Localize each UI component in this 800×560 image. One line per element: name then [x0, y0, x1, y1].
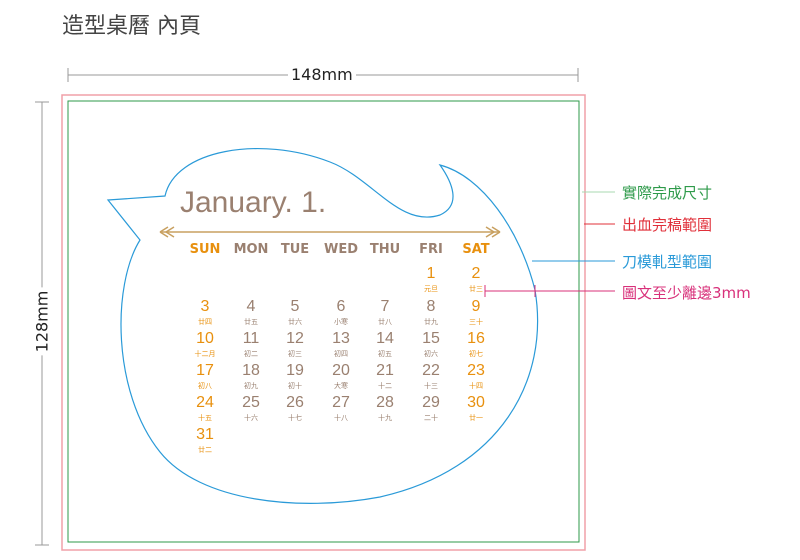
day-number: 31	[196, 426, 214, 443]
lunar-date: 廿八	[378, 318, 392, 326]
lunar-date: 廿一	[469, 414, 483, 422]
day-number: 14	[376, 330, 394, 347]
lunar-date: 三十	[469, 318, 483, 326]
month-title: January. 1.	[180, 186, 327, 219]
lunar-date: 初四	[334, 350, 348, 358]
lunar-date: 十三	[424, 382, 438, 390]
weekday-header: WED	[323, 242, 358, 257]
lunar-date: 初六	[424, 350, 438, 358]
lunar-date: 十八	[334, 414, 348, 422]
legend-trim: 實際完成尺寸	[622, 184, 713, 202]
lunar-date: 初二	[244, 350, 258, 358]
lunar-date: 十二	[378, 382, 392, 390]
weekday-header: TUE	[280, 242, 310, 257]
day-number: 20	[332, 362, 350, 379]
height-label: 128mm	[32, 287, 52, 356]
day-number: 15	[422, 330, 440, 347]
day-number: 6	[336, 298, 346, 315]
width-label: 148mm	[288, 65, 356, 84]
day-number: 7	[380, 298, 390, 315]
lunar-date: 初八	[198, 382, 212, 390]
page-title: 造型桌曆 內頁	[62, 14, 201, 39]
day-number: 19	[286, 362, 304, 379]
lunar-date: 初七	[469, 350, 483, 358]
lunar-date: 初九	[244, 382, 258, 390]
lunar-date: 十六	[244, 414, 258, 422]
day-number: 26	[286, 394, 304, 411]
lunar-date: 廿六	[288, 318, 302, 326]
legend-safe-margin: 圖文至少離邊3mm	[622, 284, 751, 302]
trim-size-rect	[67, 100, 580, 543]
weekday-header: MON	[233, 242, 269, 257]
lunar-date: 廿二	[198, 446, 212, 454]
lunar-date: 小寒	[334, 318, 348, 326]
weekday-header: SUN	[189, 242, 221, 257]
day-number: 3	[200, 298, 210, 315]
day-number: 1	[426, 265, 436, 282]
day-number: 2	[471, 265, 481, 282]
lunar-date: 二十	[424, 414, 438, 422]
day-number: 10	[196, 330, 214, 347]
day-number: 22	[422, 362, 440, 379]
day-number: 27	[332, 394, 350, 411]
lunar-date: 廿三	[469, 285, 483, 293]
day-number: 11	[242, 330, 260, 347]
lunar-date: 元旦	[424, 285, 438, 293]
bleed-area-rect	[61, 94, 586, 551]
day-number: 29	[422, 394, 440, 411]
day-number: 28	[376, 394, 394, 411]
day-number: 17	[196, 362, 214, 379]
day-number: 4	[246, 298, 256, 315]
legend-bleed: 出血完稿範圍	[622, 216, 713, 234]
die-cut-outline	[106, 147, 539, 504]
lunar-date: 初五	[378, 350, 392, 358]
day-number: 9	[471, 298, 481, 315]
day-number: 13	[332, 330, 350, 347]
weekday-header: FRI	[419, 242, 443, 257]
day-number: 21	[376, 362, 394, 379]
day-number: 12	[286, 330, 304, 347]
lunar-date: 大寒	[334, 382, 348, 390]
legend-die-cut: 刀模軋型範圍	[622, 253, 713, 271]
lunar-date: 初三	[288, 350, 302, 358]
lunar-date: 廿九	[424, 318, 438, 326]
day-number: 23	[467, 362, 485, 379]
lunar-date: 廿五	[244, 318, 258, 326]
day-number: 5	[290, 298, 300, 315]
weekday-header: SAT	[462, 242, 490, 257]
day-number: 16	[467, 330, 485, 347]
lunar-date: 十七	[288, 414, 302, 422]
lunar-date: 廿四	[198, 318, 212, 326]
lunar-date: 初十	[288, 382, 302, 390]
lunar-date: 十五	[198, 414, 212, 422]
day-number: 24	[196, 394, 214, 411]
lunar-date: 十九	[378, 414, 392, 422]
day-number: 25	[242, 394, 260, 411]
day-number: 8	[426, 298, 436, 315]
day-number: 30	[467, 394, 485, 411]
lunar-date: 十四	[469, 382, 483, 390]
day-number: 18	[242, 362, 260, 379]
weekday-header: THU	[369, 242, 401, 257]
lunar-date: 十二月	[194, 350, 216, 358]
